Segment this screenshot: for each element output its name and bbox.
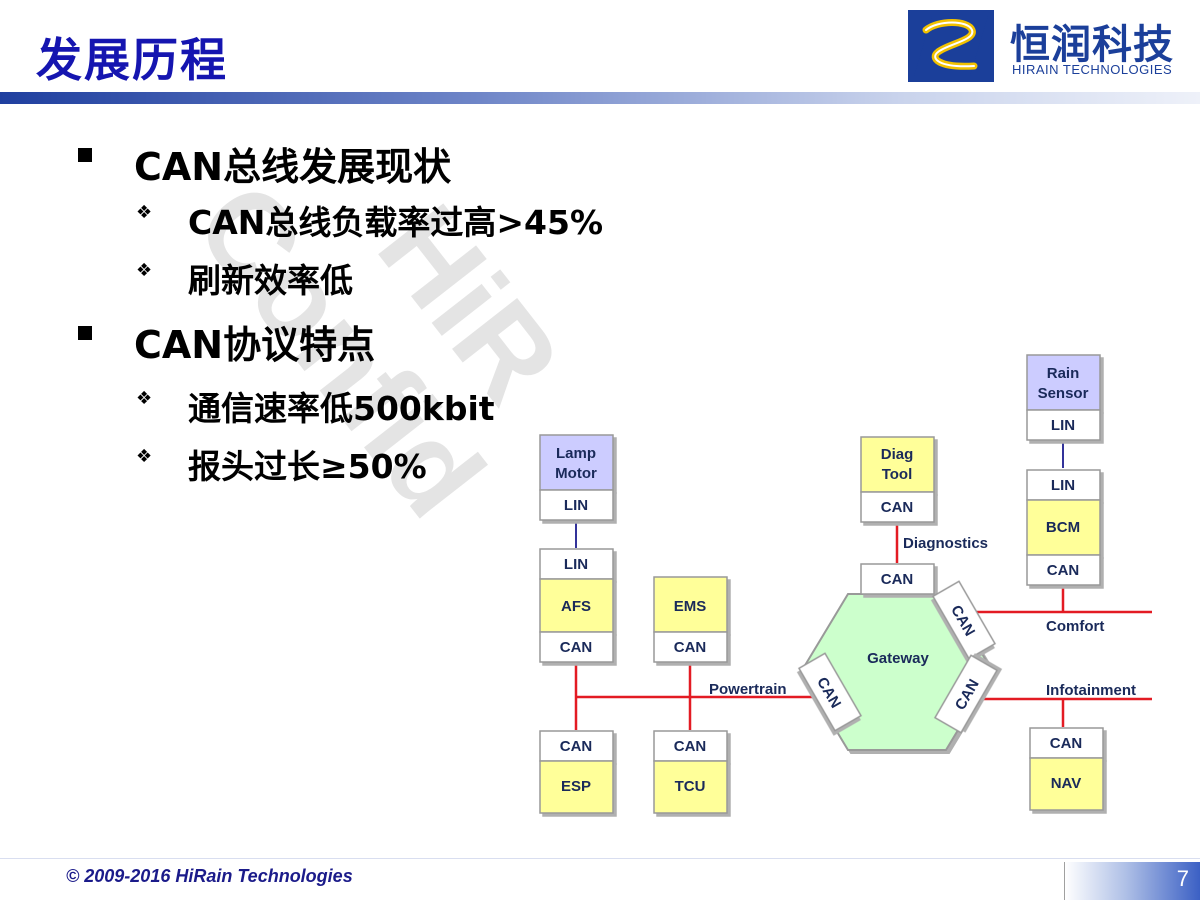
label-diagnostics: Diagnostics: [903, 535, 988, 552]
svg-text:NAV: NAV: [1051, 775, 1082, 792]
node-ems: EMS CAN: [653, 576, 728, 663]
label-comfort: Comfort: [1046, 618, 1104, 635]
bus-lines: [574, 522, 1152, 730]
svg-text:EMS: EMS: [674, 598, 707, 615]
bullet-text: CAN协议特点: [134, 323, 376, 367]
svg-text:Motor: Motor: [555, 465, 597, 482]
node-diag-tool: Diag Tool CAN: [860, 436, 935, 523]
svg-text:CAN: CAN: [674, 639, 707, 656]
node-rain-sensor: Rain Sensor LIN: [1026, 354, 1101, 441]
gateway-label: Gateway: [867, 650, 929, 667]
square-bullet-icon: [78, 326, 92, 340]
label-powertrain: Powertrain: [709, 681, 787, 698]
diamond-bullet-icon: ❖: [136, 260, 153, 281]
node-lamp-motor: Lamp Motor LIN: [539, 434, 614, 521]
svg-text:LIN: LIN: [564, 556, 588, 573]
gateway-port-top: CAN: [860, 563, 935, 595]
label-infotainment: Infotainment: [1046, 682, 1136, 699]
svg-text:CAN: CAN: [560, 639, 593, 656]
gateway-port-left: CAN: [797, 652, 863, 732]
footer-divider: [0, 858, 1200, 859]
bullet-text: 刷新效率低: [188, 261, 353, 300]
svg-text:BCM: BCM: [1046, 519, 1080, 536]
page-title: 发展历程: [36, 33, 228, 87]
square-bullet-icon: [78, 148, 92, 162]
svg-text:AFS: AFS: [561, 598, 591, 615]
svg-text:Rain: Rain: [1047, 365, 1080, 382]
company-logo: 恒润科技 HIRAIN TECHNOLOGIES: [908, 10, 1188, 82]
svg-text:ESP: ESP: [561, 778, 591, 795]
svg-text:Sensor: Sensor: [1038, 385, 1089, 402]
svg-text:TCU: TCU: [675, 778, 706, 795]
node-afs: LIN AFS CAN: [539, 548, 614, 663]
svg-text:CAN: CAN: [1050, 735, 1083, 752]
node-nav: CAN NAV: [1029, 727, 1104, 811]
node-esp: CAN ESP: [539, 730, 614, 814]
svg-text:CAN: CAN: [1047, 562, 1080, 579]
bullet-text: 报头过长≥50%: [188, 447, 427, 486]
logo-english-name: HIRAIN TECHNOLOGIES: [1012, 62, 1173, 77]
svg-text:CAN: CAN: [881, 499, 914, 516]
svg-text:LIN: LIN: [1051, 417, 1075, 434]
logo-chinese-name: 恒润科技: [1010, 22, 1174, 68]
page-number: 7: [1176, 866, 1189, 891]
svg-text:CAN: CAN: [560, 738, 593, 755]
svg-text:Tool: Tool: [882, 466, 913, 483]
diamond-bullet-icon: ❖: [136, 202, 153, 223]
bullet-text: 通信速率低500kbit: [188, 389, 495, 428]
node-bcm: LIN BCM CAN: [1026, 469, 1101, 586]
diamond-bullet-icon: ❖: [136, 388, 153, 409]
svg-text:CAN: CAN: [674, 738, 707, 755]
svg-text:Lamp: Lamp: [556, 445, 596, 462]
node-tcu: CAN TCU: [653, 730, 728, 814]
bullet-text: CAN总线发展现状: [134, 145, 452, 189]
bullet-text: CAN总线负载率过高>45%: [188, 203, 604, 242]
title-divider: [0, 92, 1200, 104]
svg-text:Diag: Diag: [881, 446, 914, 463]
hirain-logo-icon: [908, 10, 994, 82]
svg-text:CAN: CAN: [881, 571, 914, 588]
diamond-bullet-icon: ❖: [136, 446, 153, 467]
lin-links: [575, 440, 1064, 548]
svg-text:LIN: LIN: [564, 497, 588, 514]
svg-text:LIN: LIN: [1051, 477, 1075, 494]
page-number-box: 7: [1064, 862, 1200, 900]
copyright-text: © 2009-2016 HiRain Technologies: [66, 866, 353, 886]
